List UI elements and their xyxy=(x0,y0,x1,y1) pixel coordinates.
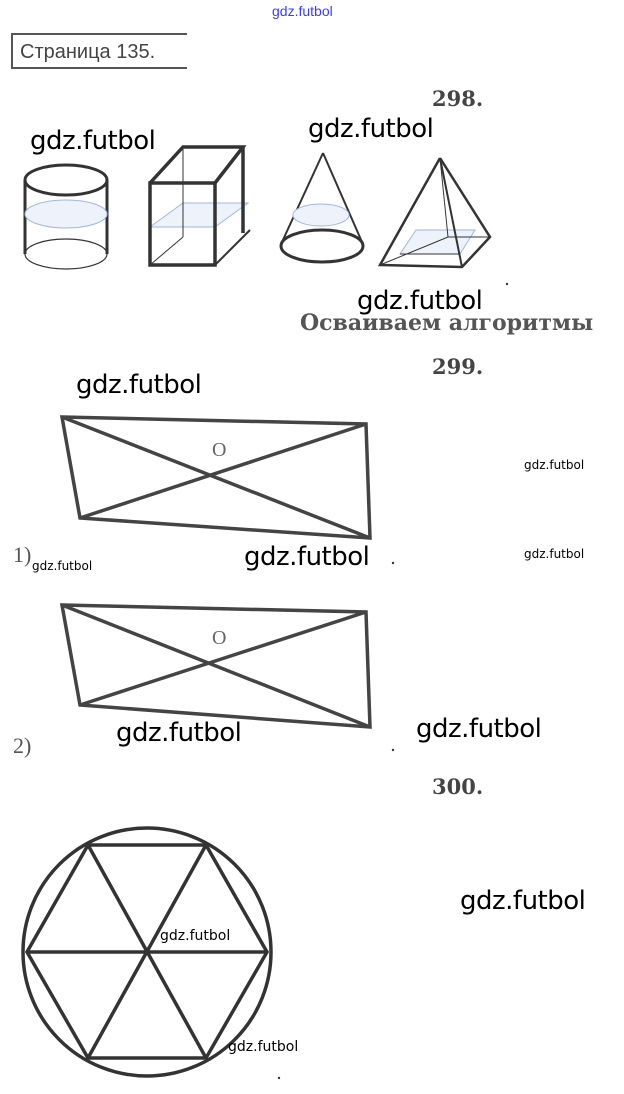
watermark: gdz.futbol xyxy=(160,928,231,944)
task-299-number: 299. xyxy=(432,354,484,379)
figure-cylinder xyxy=(23,163,109,270)
watermark: gdz.futbol xyxy=(524,458,585,472)
task-298-number: 298. xyxy=(432,86,484,111)
part-2-label: 2) xyxy=(13,733,32,758)
watermark: gdz.futbol xyxy=(524,547,585,561)
watermark: gdz.futbol xyxy=(228,1039,299,1055)
figure-pyramid xyxy=(377,157,492,269)
task-300-number: 300. xyxy=(432,774,484,799)
watermark-top[interactable]: gdz.futbol xyxy=(272,3,333,19)
dots xyxy=(277,282,509,1080)
watermark: gdz.futbol xyxy=(308,114,434,144)
watermark: gdz.futbol xyxy=(357,286,483,316)
point-o-1: O xyxy=(212,439,227,461)
watermark: gdz.futbol xyxy=(416,714,542,744)
point-o-2: O xyxy=(212,627,227,649)
watermark: gdz.futbol xyxy=(76,370,202,400)
figure-parallelogram-1 xyxy=(59,415,372,540)
watermark: gdz.futbol xyxy=(32,559,93,573)
figure-parallelogram-2 xyxy=(59,603,372,729)
figure-circle-hexagon xyxy=(21,826,273,1078)
watermark: gdz.futbol xyxy=(116,718,242,748)
watermark: gdz.futbol xyxy=(30,126,156,156)
section-heading: Осваиваем алгоритмы xyxy=(300,310,594,336)
part-1-label: 1) xyxy=(13,542,32,567)
watermark: gdz.futbol xyxy=(460,886,586,916)
page-label-box: Страница 135. xyxy=(11,33,187,69)
figure-cone xyxy=(279,152,365,264)
page-label: Страница 135. xyxy=(20,41,156,63)
figure-prism xyxy=(148,145,251,267)
watermark: gdz.futbol xyxy=(244,542,370,572)
